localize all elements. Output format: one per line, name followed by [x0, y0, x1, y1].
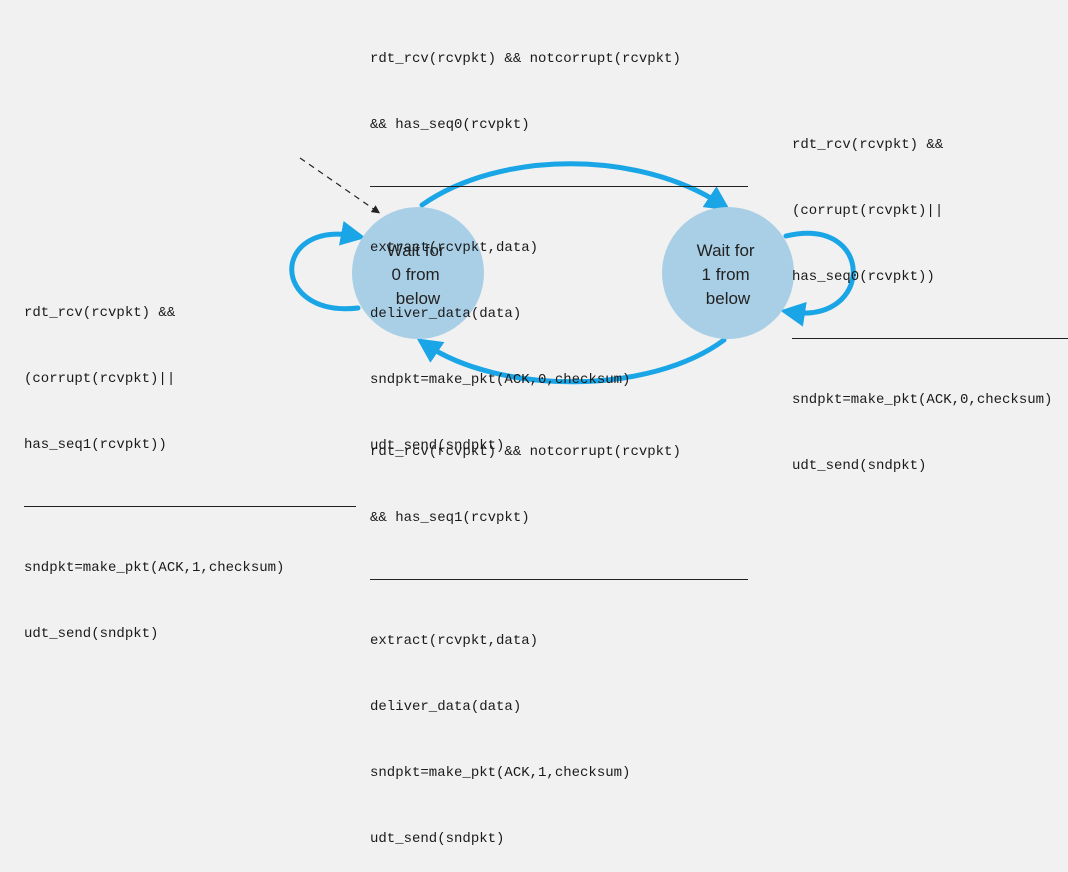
- svg-text:Wait for 1 from be: Wait for 1 from below: [697, 241, 760, 308]
- action-line: sndpkt=make_pkt(ACK,1,checksum): [370, 765, 631, 781]
- action-line: udt_send(sndpkt): [792, 458, 927, 474]
- transition-label-left: rdt_rcv(rcvpkt) && (corrupt(rcvpkt)|| ha…: [24, 258, 356, 667]
- action-line: extract(rcvpkt,data): [370, 633, 539, 649]
- event-action-separator: [792, 338, 1068, 339]
- fsm-diagram: Wait for 0 from below Wait for 1 from be…: [289, 157, 856, 385]
- action-line: extract(rcvpkt,data): [370, 240, 539, 256]
- transition-label-top: rdt_rcv(rcvpkt) && notcorrupt(rcvpkt) &&…: [370, 4, 748, 479]
- action-line: udt_send(sndpkt): [370, 831, 505, 847]
- initial-state-arrow: [299, 157, 381, 214]
- action-line: sndpkt=make_pkt(ACK,0,checksum): [792, 392, 1053, 408]
- state-wait-1-line-2: 1 from: [702, 265, 750, 284]
- action-line: sndpkt=make_pkt(ACK,1,checksum): [24, 560, 285, 576]
- action-line: udt_send(sndpkt): [370, 438, 505, 454]
- event-line: && has_seq1(rcvpkt): [370, 510, 530, 526]
- state-wait-0-line-3: below: [396, 289, 441, 308]
- event-line: && has_seq0(rcvpkt): [370, 117, 530, 133]
- state-wait-1-line-1: Wait for: [697, 241, 755, 260]
- event-line: rdt_rcv(rcvpkt) && notcorrupt(rcvpkt): [370, 444, 681, 460]
- self-loop-left: [289, 220, 366, 312]
- event-action-separator: [24, 506, 356, 507]
- self-loop-right: [780, 231, 856, 327]
- event-action-separator: [370, 579, 748, 580]
- svg-text:Wait for 0 from be: Wait for 0 from below: [387, 241, 450, 308]
- event-line: (corrupt(rcvpkt)||: [24, 371, 176, 387]
- transition-arrow-bottom: [416, 337, 727, 385]
- state-wait-1: Wait for 1 from below: [662, 207, 794, 339]
- action-line: deliver_data(data): [370, 306, 522, 322]
- event-line: rdt_rcv(rcvpkt) &&: [24, 305, 176, 321]
- event-line: has_seq0(rcvpkt)): [792, 269, 935, 285]
- state-wait-1-line-3: below: [706, 289, 751, 308]
- action-line: udt_send(sndpkt): [24, 626, 159, 642]
- state-wait-0: Wait for 0 from below: [352, 207, 484, 339]
- state-wait-0-line-2: 0 from: [392, 265, 440, 284]
- event-line: has_seq1(rcvpkt)): [24, 437, 167, 453]
- event-line: rdt_rcv(rcvpkt) &&: [792, 137, 944, 153]
- event-line: (corrupt(rcvpkt)||: [792, 203, 944, 219]
- state-wait-0-line-1: Wait for: [387, 241, 445, 260]
- event-action-separator: [370, 186, 748, 187]
- action-line: sndpkt=make_pkt(ACK,0,checksum): [370, 372, 631, 388]
- transition-label-bottom: rdt_rcv(rcvpkt) && notcorrupt(rcvpkt) &&…: [370, 397, 748, 872]
- event-line: rdt_rcv(rcvpkt) && notcorrupt(rcvpkt): [370, 51, 681, 67]
- transition-label-right: rdt_rcv(rcvpkt) && (corrupt(rcvpkt)|| ha…: [792, 90, 1068, 499]
- action-line: deliver_data(data): [370, 699, 522, 715]
